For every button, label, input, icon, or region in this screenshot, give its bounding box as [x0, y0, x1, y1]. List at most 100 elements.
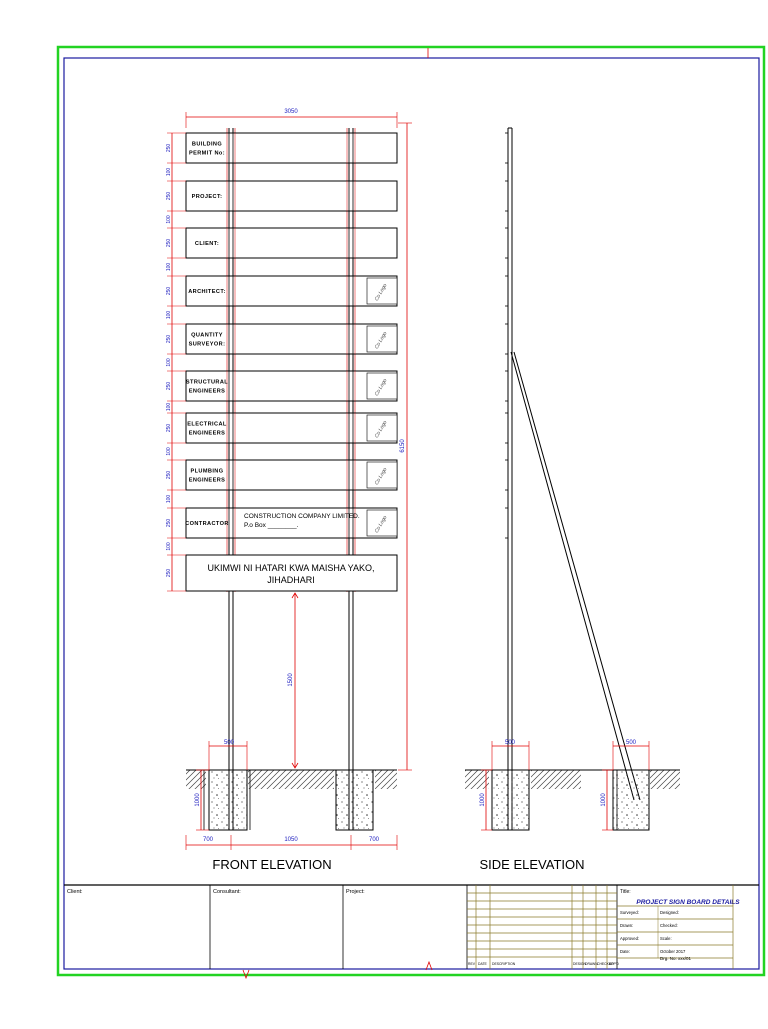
- board-row-label: PROJECT:: [192, 194, 223, 200]
- info-row-label: Surveyed:: [620, 910, 639, 915]
- revision-header: CHECKED: [597, 962, 614, 966]
- front-footing-right: [335, 769, 374, 831]
- revision-header: DESIGN: [573, 962, 587, 966]
- left-dim-label: 100: [166, 447, 172, 456]
- board-row-label: ENGINEERS: [189, 431, 226, 437]
- board-row-label: BUILDING: [192, 142, 222, 148]
- drawing-number-label: Drg. No:: [660, 956, 677, 961]
- revision-header: DESCRIPTION: [492, 962, 516, 966]
- left-dim-label: 100: [166, 542, 172, 551]
- board-row-0: BUILDING PERMIT No:: [185, 132, 398, 164]
- board-row-4: QUANTITY SURVEYOR: Co Logo: [185, 323, 398, 355]
- front-elevation-title: FRONT ELEVATION: [212, 857, 331, 872]
- board-row-panel: [185, 180, 398, 212]
- board-row-label: ENGINEERS: [189, 389, 226, 395]
- info-row-label: Date:: [620, 949, 630, 954]
- side-footing-depth-label-post: 1000: [480, 793, 486, 807]
- side-strut: [510, 351, 641, 801]
- board-row-content: CONSTRUCTION COMPANY LIMITED.: [244, 513, 360, 520]
- info-row-value: Designed:: [660, 910, 679, 915]
- total-height-dimension: 6150: [398, 122, 412, 771]
- board-width-label: 3050: [284, 109, 298, 115]
- side-ground-line: [465, 769, 680, 789]
- board-row-8: CONTRACTOR CONSTRUCTION COMPANY LIMITED. P…: [185, 507, 398, 539]
- board-row-1: PROJECT:: [185, 180, 398, 212]
- left-dim-label: 250: [166, 569, 172, 578]
- company-logo: Co Logo: [366, 325, 398, 353]
- left-dim-label: 250: [166, 192, 172, 201]
- board-row-label: STRUCTURAL: [186, 380, 228, 386]
- side-footing-width-label-post: 500: [505, 740, 516, 746]
- info-row-value: October 2017: [660, 949, 686, 954]
- left-dim-label: 250: [166, 144, 172, 153]
- left-dim-label: 250: [166, 471, 172, 480]
- board-row-panel: [185, 370, 398, 402]
- info-row-value: Scale:: [660, 936, 672, 941]
- board-row-label: PLUMBING: [190, 469, 223, 475]
- board-row-label: QUANTITY: [191, 333, 223, 339]
- left-dim-label: 100: [166, 358, 172, 367]
- left-dim-label: 100: [166, 403, 172, 412]
- board-row-3: ARCHITECT:Co Logo: [185, 275, 398, 307]
- company-logo: Co Logo: [366, 277, 398, 305]
- side-footing-width-label-strut: 500: [626, 740, 637, 746]
- revision-header: REV: [468, 962, 476, 966]
- board-row-label: ENGINEERS: [189, 478, 226, 484]
- board-row-panel: [185, 132, 398, 164]
- info-row-label: Approved:: [620, 936, 639, 941]
- board-row-label: PERMIT No:: [189, 151, 225, 157]
- left-dim-label: 100: [166, 495, 172, 504]
- info-row-label: Drawn:: [620, 923, 633, 928]
- left-dim-label: 250: [166, 519, 172, 528]
- side-elevation: 500 500 1000 1000 SIDE ELEVATION: [465, 127, 680, 872]
- left-dim-label: 250: [166, 424, 172, 433]
- board-row-content: P.o Box ________.: [244, 522, 299, 529]
- clear-height-label: 1500: [288, 673, 294, 687]
- left-dim-label: 100: [166, 215, 172, 224]
- front-footing-width-dimension: 500: [208, 740, 248, 770]
- board-row-label: CLIENT:: [195, 241, 219, 247]
- board-row-5: STRUCTURAL ENGINEERS Co Logo: [185, 370, 398, 402]
- front-bottom-dim-left: 700: [203, 837, 214, 843]
- front-footing-left: [203, 769, 251, 831]
- drawing-number: xxx/01: [678, 956, 692, 961]
- board-row-panel: [185, 275, 398, 307]
- left-dim-label: 250: [166, 382, 172, 391]
- company-logo: Co Logo: [366, 372, 398, 400]
- revision-header: DATE: [478, 962, 488, 966]
- side-footing-depth-dimension-post: 1000: [480, 769, 492, 831]
- sheet-inner-border: [63, 57, 760, 970]
- board-row-2: CLIENT:: [185, 227, 398, 259]
- front-bottom-dim-middle: 1050: [284, 837, 298, 843]
- left-dim-label: 100: [166, 263, 172, 272]
- company-logo: Co Logo: [366, 509, 398, 537]
- info-row-value: Checked:: [660, 923, 678, 928]
- consultant-label: Consultant:: [213, 889, 241, 895]
- sheet-center-mark-bottom: [242, 960, 433, 980]
- front-footing-width-label: 500: [224, 740, 235, 746]
- board-row-panel: [185, 459, 398, 491]
- side-footing-depth-dimension-strut: 1000: [601, 769, 613, 831]
- board-row-panel: [185, 412, 398, 444]
- drawing-title: PROJECT SIGN BOARD DETAILS: [636, 899, 740, 906]
- total-height-label: 6150: [400, 439, 406, 453]
- side-footing-strut: [612, 769, 650, 831]
- side-footing-width-dimension-post: 500: [491, 740, 530, 770]
- board-row-label: CONTRACTOR: [185, 521, 229, 527]
- front-footing-depth-dimension: 1000: [195, 769, 209, 831]
- board-row-label: SURVEYOR:: [189, 342, 226, 348]
- board-width-dimension: 3050: [185, 109, 398, 128]
- revision-header: DRAWN: [585, 962, 598, 966]
- left-chain-dimension: 250 100 250 100 250 100 250 100 250 100 250 100 250 1…: [166, 132, 186, 592]
- front-elevation: BUILDING PERMIT No: PROJECT: CLIENT: ARCHITE…: [166, 109, 412, 872]
- left-dim-label: 100: [166, 311, 172, 320]
- side-footing-width-dimension-strut: 500: [612, 740, 650, 770]
- info-table: Surveyed: Designed: Drawn: Checked: Approved…: [617, 885, 734, 969]
- side-footing-post: [491, 769, 530, 831]
